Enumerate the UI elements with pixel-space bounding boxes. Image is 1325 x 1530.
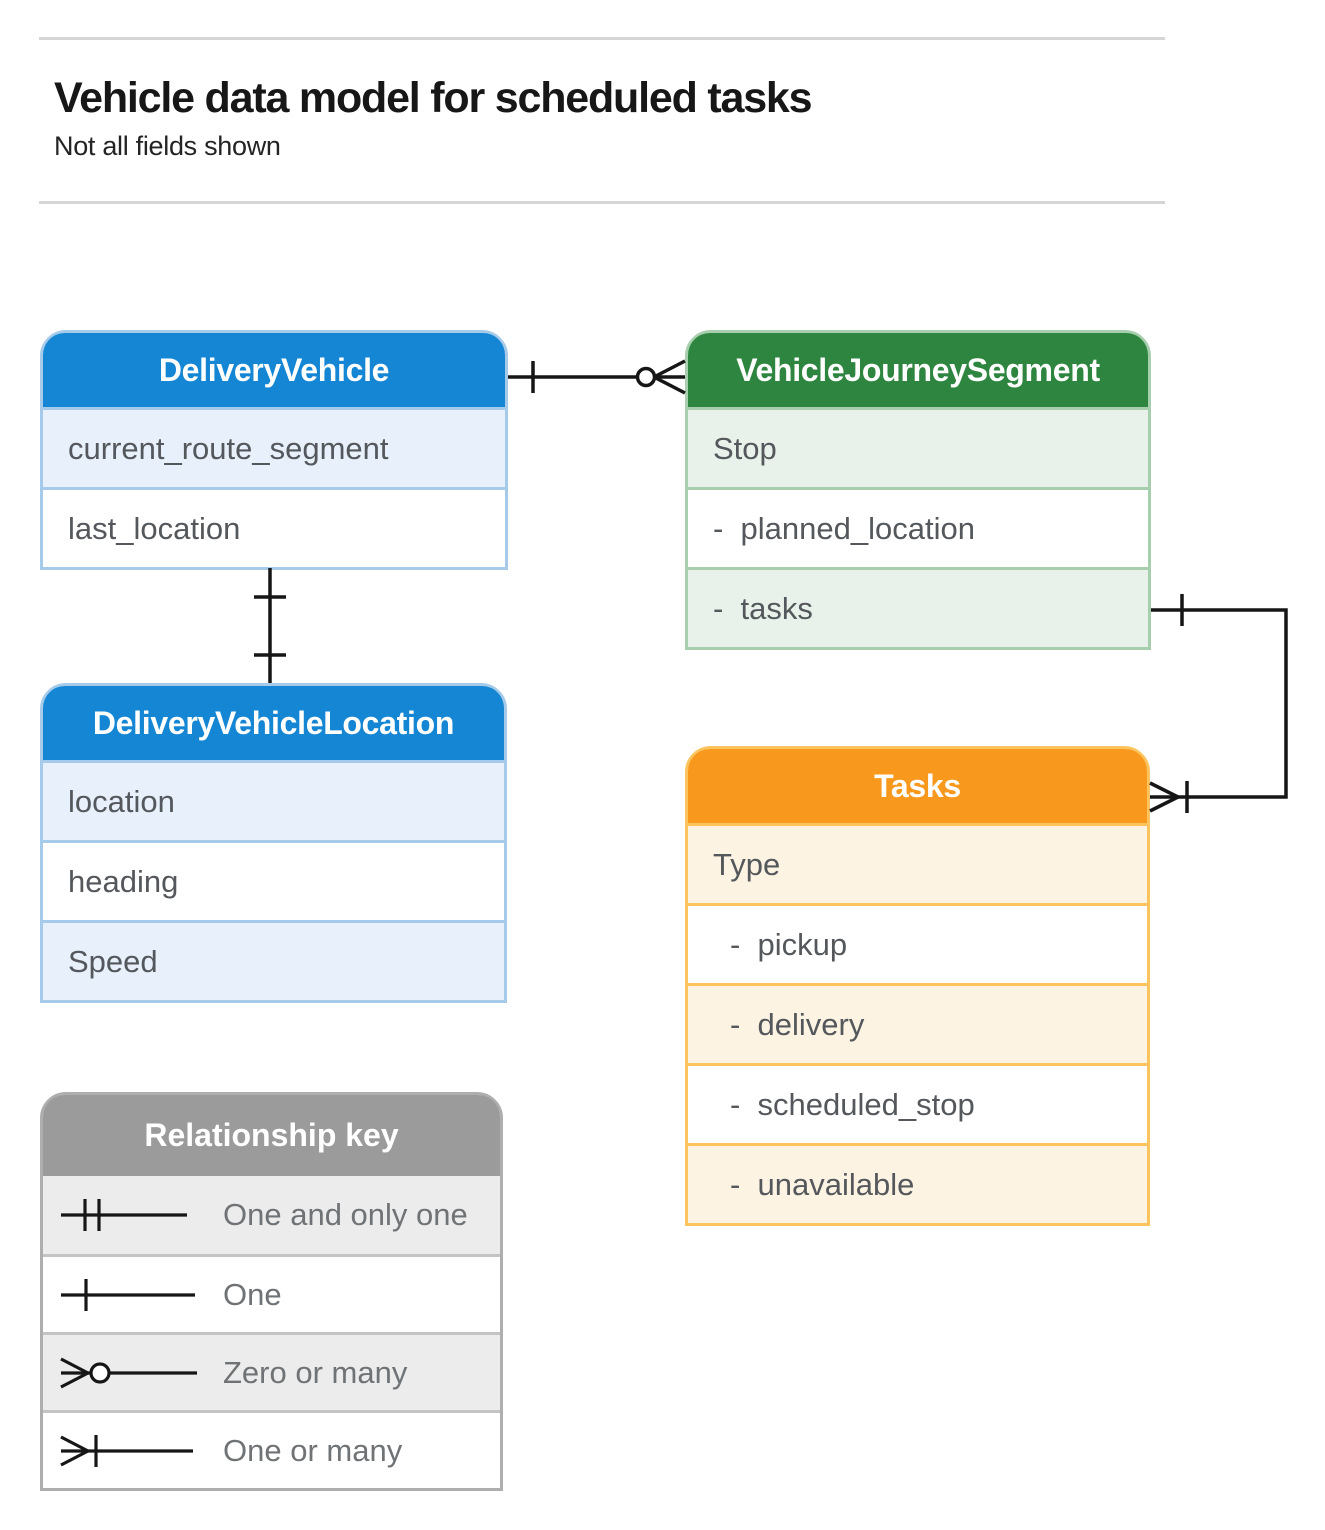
page-subtitle: Not all fields shown: [54, 131, 281, 161]
connector-deliveryvehicle-vehiclejourneysegment: [508, 359, 686, 395]
field-label: - delivery: [730, 1006, 865, 1042]
entity-delivery-vehicle-location-title: DeliveryVehicleLocation: [43, 686, 504, 760]
field-label: last_location: [68, 510, 241, 546]
legend-row: One: [43, 1254, 500, 1332]
entity-vehicle-journey-segment: VehicleJourneySegment Stop - planned_loc…: [685, 330, 1151, 650]
legend-row: One and only one: [43, 1176, 500, 1254]
one-icon: [61, 1278, 195, 1311]
top-divider: [39, 37, 1165, 40]
connector-deliveryvehicle-deliveryvehiclelocation: [254, 568, 286, 683]
field-row: location: [43, 760, 504, 840]
one-or-many-icon: [60, 1434, 193, 1467]
legend-label: One or many: [223, 1432, 403, 1468]
entity-vehicle-journey-segment-title: VehicleJourneySegment: [688, 333, 1148, 407]
field-row: - tasks: [688, 567, 1148, 647]
field-row: last_location: [43, 487, 505, 567]
field-row: Type: [688, 823, 1147, 903]
field-row: Stop: [688, 407, 1148, 487]
legend-row: Zero or many: [43, 1332, 500, 1410]
connector-vehiclejourneysegment-tasks: [1149, 594, 1288, 813]
field-label: - scheduled_stop: [730, 1086, 975, 1122]
field-row: Speed: [43, 920, 504, 1000]
header-divider: [39, 201, 1165, 204]
legend-label: One: [223, 1276, 282, 1312]
field-label: - tasks: [713, 590, 813, 626]
entity-delivery-vehicle: DeliveryVehicle current_route_segment la…: [40, 330, 508, 570]
field-label: Type: [713, 846, 781, 882]
entity-tasks-title: Tasks: [688, 749, 1147, 823]
field-row: - delivery: [688, 983, 1147, 1063]
legend-label: One and only one: [223, 1197, 468, 1232]
entity-tasks: Tasks Type - pickup - delivery - schedul…: [685, 746, 1150, 1226]
field-label: heading: [68, 863, 179, 899]
zero-or-many-icon: [60, 1357, 197, 1388]
relationship-key-title: Relationship key: [43, 1095, 500, 1176]
field-row: - unavailable: [688, 1143, 1147, 1223]
field-label: Speed: [68, 943, 158, 979]
legend-row: One or many: [43, 1410, 500, 1488]
field-label: - planned_location: [713, 510, 975, 546]
field-label: - unavailable: [730, 1166, 915, 1202]
field-label: - pickup: [730, 926, 848, 962]
field-label: current_route_segment: [68, 430, 389, 466]
legend-label: Zero or many: [223, 1354, 408, 1390]
field-row: - pickup: [688, 903, 1147, 983]
field-row: - planned_location: [688, 487, 1148, 567]
field-row: - scheduled_stop: [688, 1063, 1147, 1143]
entity-delivery-vehicle-location: DeliveryVehicleLocation location heading…: [40, 683, 507, 1003]
entity-delivery-vehicle-title: DeliveryVehicle: [43, 333, 505, 407]
field-row: current_route_segment: [43, 407, 505, 487]
one-and-only-one-icon: [61, 1199, 187, 1231]
field-label: Stop: [713, 430, 777, 466]
field-row: heading: [43, 840, 504, 920]
page-title: Vehicle data model for scheduled tasks: [54, 74, 813, 122]
relationship-key: Relationship key One and only one One: [40, 1092, 503, 1491]
field-label: location: [68, 783, 175, 819]
